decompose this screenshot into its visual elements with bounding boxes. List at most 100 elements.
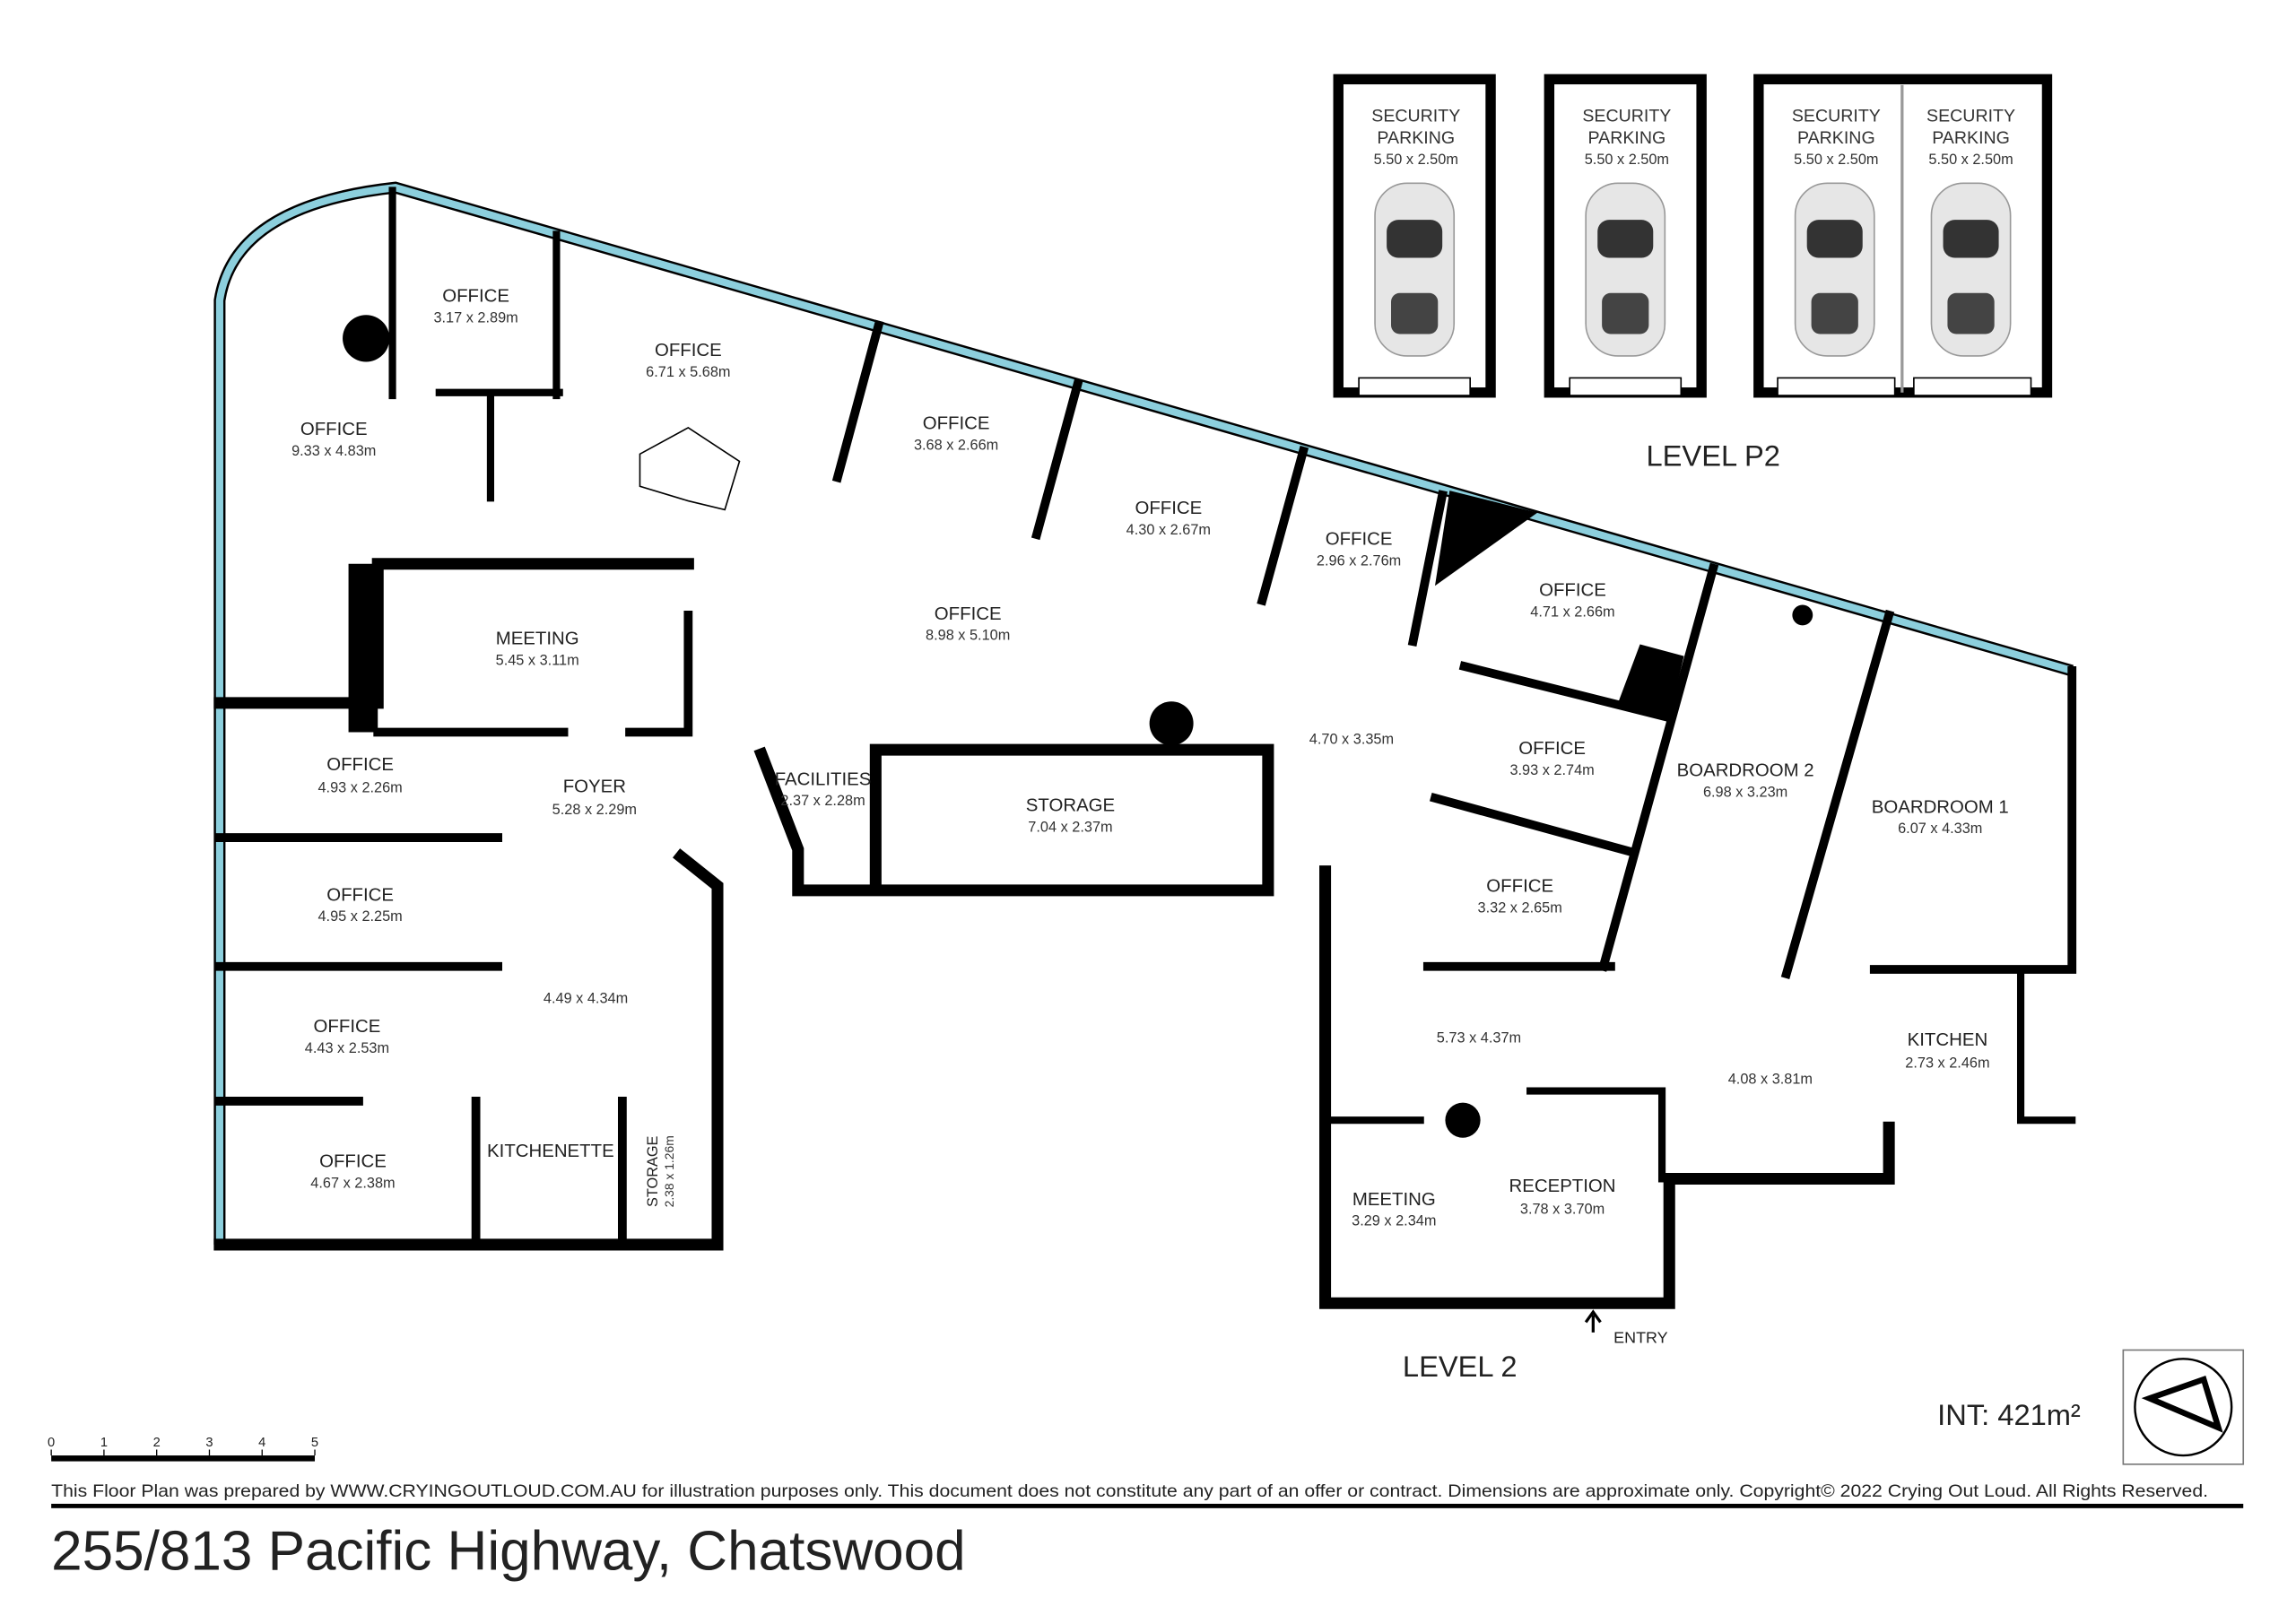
svg-text:MEETING: MEETING [1352,1190,1436,1210]
svg-text:OFFICE: OFFICE [1486,876,1553,896]
svg-text:OFFICE: OFFICE [655,341,722,360]
parking-label: SECURITY [1582,107,1671,126]
room-boardroom-1: BOARDROOM 16.07 x 4.33m [1872,797,2009,837]
svg-text:3.78 x 3.70m: 3.78 x 3.70m [1520,1202,1605,1218]
svg-text:3.93 x 2.74m: 3.93 x 2.74m [1509,762,1594,778]
room-office-4-93: OFFICE 4.93 x 2.26m [317,755,402,795]
room-office-3-93: OFFICE 3.93 x 2.74m [1509,739,1594,778]
svg-text:1: 1 [100,1436,108,1450]
parking-label: PARKING [1588,128,1666,148]
svg-text:2.96 x 2.76m: 2.96 x 2.76m [1317,552,1401,569]
svg-text:OFFICE: OFFICE [326,885,394,905]
svg-text:OFFICE: OFFICE [1539,581,1606,601]
svg-text:OFFICE: OFFICE [1518,739,1586,759]
svg-text:4.93 x 2.26m: 4.93 x 2.26m [317,779,402,795]
level-2-label: LEVEL 2 [1403,1350,1518,1383]
parking-bay-double: SECURITY PARKING 5.50 x 2.50m SECURITY P… [1753,74,2053,398]
room-kitchenette: KITCHENETTE [487,1142,614,1161]
property-address-title: 255/813 Pacific Highway, Chatswood [51,1520,965,1582]
area-dims: 5.73 x 4.37m [1437,1030,1521,1046]
room-meeting-3-29: MEETING 3.29 x 2.34m [1352,1190,1436,1229]
area-dims: 4.49 x 4.34m [544,991,628,1007]
parking-label: SECURITY [1371,107,1460,126]
area-dims: 4.08 x 3.81m [1728,1071,1813,1087]
level-p2-label: LEVEL P2 [1647,439,1780,472]
car-icon [1794,182,1875,357]
compass-icon [2122,1349,2245,1465]
svg-text:OFFICE: OFFICE [326,755,394,775]
svg-text:RECEPTION: RECEPTION [1509,1177,1616,1196]
svg-text:OFFICE: OFFICE [314,1017,381,1037]
svg-text:4: 4 [258,1436,265,1450]
car-icon [1930,182,2012,357]
svg-text:OFFICE: OFFICE [319,1151,387,1171]
svg-text:4.95 x 2.25m: 4.95 x 2.25m [317,908,402,925]
room-office-4-30: OFFICE 4.30 x 2.67m [1126,499,1211,538]
svg-text:OFFICE: OFFICE [1135,499,1202,518]
parking-area: SECURITY PARKING 5.50 x 2.50m SECURITY P… [1333,74,2053,472]
walls [213,187,2077,1309]
svg-text:4.67 x 2.38m: 4.67 x 2.38m [310,1175,395,1191]
svg-text:KITCHENETTE: KITCHENETTE [487,1142,614,1161]
svg-text:2.37 x 2.28m: 2.37 x 2.28m [780,793,865,809]
svg-text:BOARDROOM 1: BOARDROOM 1 [1872,797,2009,817]
svg-text:6.71 x 5.68m: 6.71 x 5.68m [646,364,730,380]
area-dims: 4.70 x 3.35m [1309,732,1394,748]
svg-text:2.38 x 1.26m: 2.38 x 1.26m [662,1135,676,1207]
svg-text:OFFICE: OFFICE [300,420,368,439]
car-icon [1585,182,1666,357]
parking-label: PARKING [1377,128,1455,148]
entry-marker: ENTRY [1584,1309,1668,1346]
parking-bay: SECURITY PARKING 5.50 x 2.50m [1544,74,1707,398]
parking-bay: SECURITY PARKING 5.50 x 2.50m [1333,74,1496,398]
room-reception: RECEPTION 3.78 x 3.70m [1509,1177,1616,1217]
svg-text:OFFICE: OFFICE [935,604,1002,624]
svg-text:8.98 x 5.10m: 8.98 x 5.10m [926,628,1010,644]
svg-text:5.45 x 3.11m: 5.45 x 3.11m [496,652,579,668]
room-foyer: FOYER 5.28 x 2.29m [552,777,637,817]
room-storage-7-04: STORAGE 7.04 x 2.37m [1026,796,1115,836]
parking-label: PARKING [1797,128,1875,148]
svg-text:BOARDROOM 2: BOARDROOM 2 [1677,760,1814,780]
svg-text:5: 5 [311,1436,318,1450]
svg-text:4.71 x 2.66m: 4.71 x 2.66m [1530,604,1614,621]
room-office-8-98: OFFICE 8.98 x 5.10m [926,604,1010,644]
parking-label: SECURITY [1926,107,2015,126]
internal-area: INT: 421m² [1937,1398,2081,1431]
room-office-6-71: OFFICE 6.71 x 5.68m [646,341,730,380]
svg-text:3.29 x 2.34m: 3.29 x 2.34m [1352,1213,1436,1229]
svg-text:STORAGE: STORAGE [645,1135,661,1207]
svg-text:KITCHEN: KITCHEN [1908,1030,1988,1050]
parking-label: SECURITY [1792,107,1881,126]
room-office-4-67: OFFICE 4.67 x 2.38m [310,1151,395,1191]
svg-text:STORAGE: STORAGE [1026,796,1115,816]
svg-text:2: 2 [153,1436,161,1450]
room-office-4-71: OFFICE 4.71 x 2.66m [1530,581,1614,621]
parking-dims: 5.50 x 2.50m [1928,152,2013,168]
svg-text:4.30 x 2.67m: 4.30 x 2.67m [1126,522,1211,538]
scale-bar: 0 1 2 3 4 5 [48,1436,318,1462]
parking-dims: 5.50 x 2.50m [1794,152,1878,168]
svg-text:FOYER: FOYER [563,777,626,796]
svg-text:OFFICE: OFFICE [923,414,990,434]
disclaimer: This Floor Plan was prepared by WWW.CRYI… [51,1481,2208,1501]
arrow-up-icon [1584,1309,1602,1333]
glass-facade [213,181,2074,1245]
parking-label: PARKING [1932,128,2010,148]
room-office-4-95: OFFICE 4.95 x 2.25m [317,885,402,925]
svg-text:OFFICE: OFFICE [442,287,509,307]
svg-text:7.04 x 2.37m: 7.04 x 2.37m [1028,820,1112,836]
entry-label: ENTRY [1613,1328,1668,1346]
svg-text:5.28 x 2.29m: 5.28 x 2.29m [552,802,637,818]
car-icon [1374,182,1456,357]
